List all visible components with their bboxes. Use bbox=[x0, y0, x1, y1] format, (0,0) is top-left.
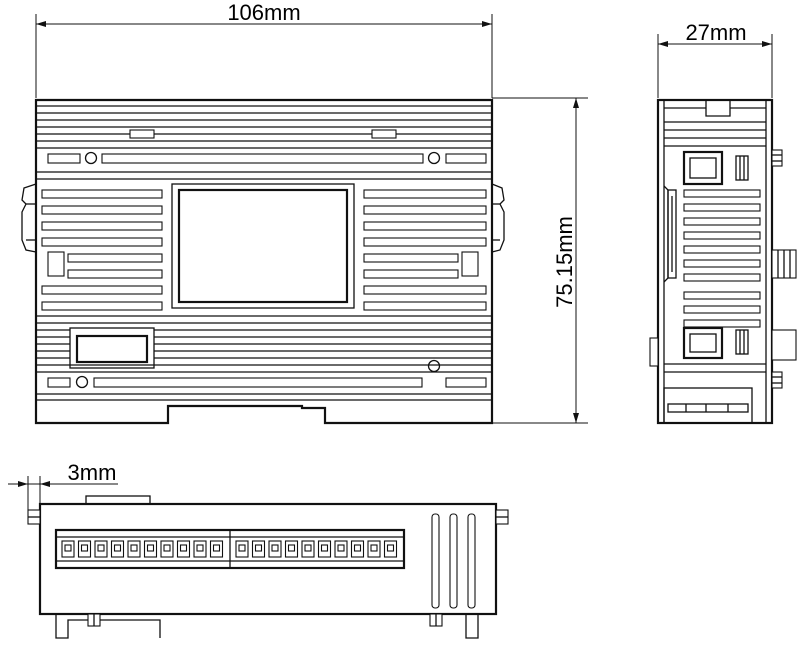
terminal-screw bbox=[238, 544, 246, 552]
top-clip-right bbox=[371, 129, 397, 139]
front-body-outline bbox=[34, 98, 494, 425]
terminal-screw bbox=[304, 544, 312, 552]
terminal-screw bbox=[320, 544, 329, 552]
depth-dimension: 27mm bbox=[657, 20, 773, 98]
front-left-slots bbox=[41, 189, 163, 311]
terminal-screw bbox=[337, 544, 345, 552]
mount-hole-bottom-right bbox=[427, 359, 441, 373]
mount-hole-bottom-left bbox=[75, 375, 89, 389]
width-dimension: 106mm bbox=[35, 0, 493, 98]
terminal-screw bbox=[196, 544, 204, 552]
terminal-screw bbox=[179, 544, 188, 552]
bottom-foot-right bbox=[465, 614, 479, 639]
mount-hole-top-left bbox=[84, 151, 98, 165]
side-view: 27mm bbox=[649, 20, 797, 425]
display-window-frame bbox=[171, 183, 355, 309]
terminal-screw bbox=[64, 544, 72, 552]
terminal-screw bbox=[146, 544, 155, 552]
terminal-block-left bbox=[61, 540, 224, 558]
front-view: 106mm 75.15mm bbox=[21, 0, 588, 425]
front-fins-bottom bbox=[36, 315, 492, 373]
terminal-screw bbox=[370, 544, 378, 552]
display-window bbox=[177, 188, 349, 304]
side-latch-left bbox=[47, 251, 65, 277]
mount-hole-top-right bbox=[427, 151, 441, 165]
side-connector-bottom bbox=[682, 326, 724, 360]
terminal-screw bbox=[130, 544, 138, 552]
terminal-screw bbox=[386, 544, 395, 552]
terminal-block-right bbox=[235, 540, 398, 558]
terminal-screw bbox=[97, 544, 105, 552]
bottom-body-outline bbox=[38, 502, 498, 616]
side-fins bbox=[664, 121, 766, 328]
side-knob-top bbox=[771, 149, 783, 167]
front-fins-top bbox=[36, 112, 492, 149]
height-dimension: 75.15mm bbox=[492, 97, 588, 424]
terminal-screw bbox=[113, 544, 122, 552]
terminal-screw bbox=[163, 544, 171, 552]
terminal-screw bbox=[353, 544, 362, 552]
terminal-screw bbox=[287, 544, 296, 552]
bottom-view: 3mm bbox=[8, 460, 509, 639]
side-din-base bbox=[663, 387, 753, 424]
width-label: 106mm bbox=[227, 0, 300, 25]
offset-dimension: 3mm bbox=[8, 460, 118, 510]
offset-label: 3mm bbox=[68, 460, 117, 485]
din-clip-right bbox=[491, 183, 505, 253]
terminal-screw bbox=[80, 544, 89, 552]
terminal-screw bbox=[254, 544, 263, 552]
side-connector-top bbox=[682, 150, 724, 186]
din-clip-left bbox=[21, 183, 37, 253]
side-latch-right bbox=[461, 251, 479, 277]
bottom-vents bbox=[431, 513, 476, 609]
label-plate-frame bbox=[69, 327, 155, 369]
label-plate bbox=[75, 334, 149, 364]
top-clip-left bbox=[129, 129, 155, 139]
bottom-foot-left bbox=[55, 614, 161, 639]
front-right-slots bbox=[363, 189, 487, 311]
depth-label: 27mm bbox=[685, 20, 746, 45]
height-label: 75.15mm bbox=[552, 216, 577, 308]
side-knob-bottom bbox=[771, 371, 783, 389]
terminal-screw bbox=[271, 544, 279, 552]
terminal-screw bbox=[212, 544, 221, 552]
